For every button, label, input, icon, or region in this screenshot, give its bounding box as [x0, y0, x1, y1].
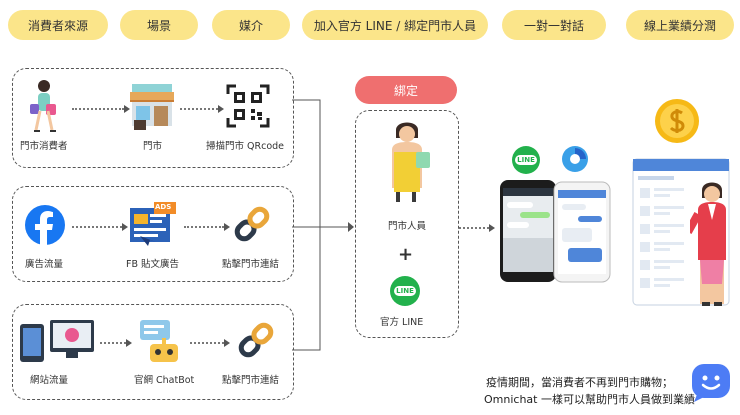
header-line-binding: 加入官方 LINE / 綁定門市人員: [302, 10, 488, 40]
businessperson-icon: [690, 182, 726, 306]
messenger-logo-icon: [562, 146, 588, 172]
row1-arrow-b: [180, 108, 218, 110]
line-icon-text-2: LINE: [515, 155, 537, 165]
row3-arrow-b: [190, 342, 224, 344]
header-online-revenue-share: 線上業績分潤: [626, 10, 734, 40]
row2-arrowhead-a: [122, 223, 128, 231]
binding-box: [355, 110, 459, 338]
header-one-on-one: 一對一對話: [502, 10, 606, 40]
row1-medium-label: 掃描門市 QRcode: [206, 141, 285, 152]
row3-arrowhead-b: [224, 339, 230, 347]
coin-icon: [655, 99, 699, 143]
header-medium: 媒介: [212, 10, 290, 40]
facebook-icon: [25, 205, 65, 245]
row3-source-label: 網站流量: [30, 375, 69, 386]
row3-arrowhead-a: [126, 339, 132, 347]
row1-arrowhead-b: [218, 105, 224, 113]
staff-label: 門市人員: [388, 221, 427, 232]
qrcode-icon: [226, 84, 270, 128]
row2-arrowhead-b: [224, 223, 230, 231]
row1-scene-label: 門市: [143, 141, 163, 152]
header-scene: 場景: [120, 10, 198, 40]
row3-arrow-a: [100, 342, 126, 344]
link-icon: [238, 322, 274, 358]
shopper-icon: [30, 80, 56, 132]
row1-arrow-a: [72, 108, 124, 110]
row2-arrow-a: [72, 226, 122, 228]
header-consumer-source: 消費者來源: [8, 10, 108, 40]
line-icon-text: LINE: [394, 286, 416, 296]
phones-icon: [500, 180, 611, 283]
row2-source-label: 廣告流量: [25, 259, 64, 270]
row3-scene-label: 官網 ChatBot: [134, 375, 195, 386]
mid-to-phones-arrowhead: [489, 224, 495, 232]
row-box-website: [12, 304, 294, 400]
row-box-ad: [12, 186, 294, 282]
bind-button: 綁定: [355, 76, 457, 104]
row2-scene-label: FB 貼文廣告: [126, 259, 180, 270]
footer-line-2: Omnichat 一樣可以幫助門市人員做到業績: [484, 393, 695, 406]
row-box-store: [12, 68, 294, 168]
chatbot-icon: [140, 320, 178, 362]
ads-tag-label: ADS: [155, 203, 172, 211]
row2-arrow-b: [184, 226, 224, 228]
link-icon: [234, 206, 270, 242]
footer-line-1: 疫情期間，當消費者不再到門市購物；: [486, 376, 673, 389]
omnichat-icon: [692, 364, 730, 402]
fb-ad-icon: [130, 202, 176, 246]
row1-arrowhead-a: [124, 105, 130, 113]
plus-sign: +: [398, 244, 414, 265]
line-icon: LINE: [390, 276, 420, 306]
mid-to-phones-arrow: [459, 227, 489, 229]
line-icon: LINE: [512, 146, 540, 174]
website-icon: [20, 320, 94, 362]
staff-icon: [392, 122, 430, 202]
official-line-label: 官方 LINE: [380, 317, 424, 328]
bracket-connector: [292, 99, 354, 351]
row3-medium-label: 點擊門市連結: [222, 375, 280, 386]
store-icon: [130, 84, 174, 130]
row1-source-label: 門市消費者: [20, 141, 68, 152]
row2-medium-label: 點擊門市連結: [222, 259, 280, 270]
